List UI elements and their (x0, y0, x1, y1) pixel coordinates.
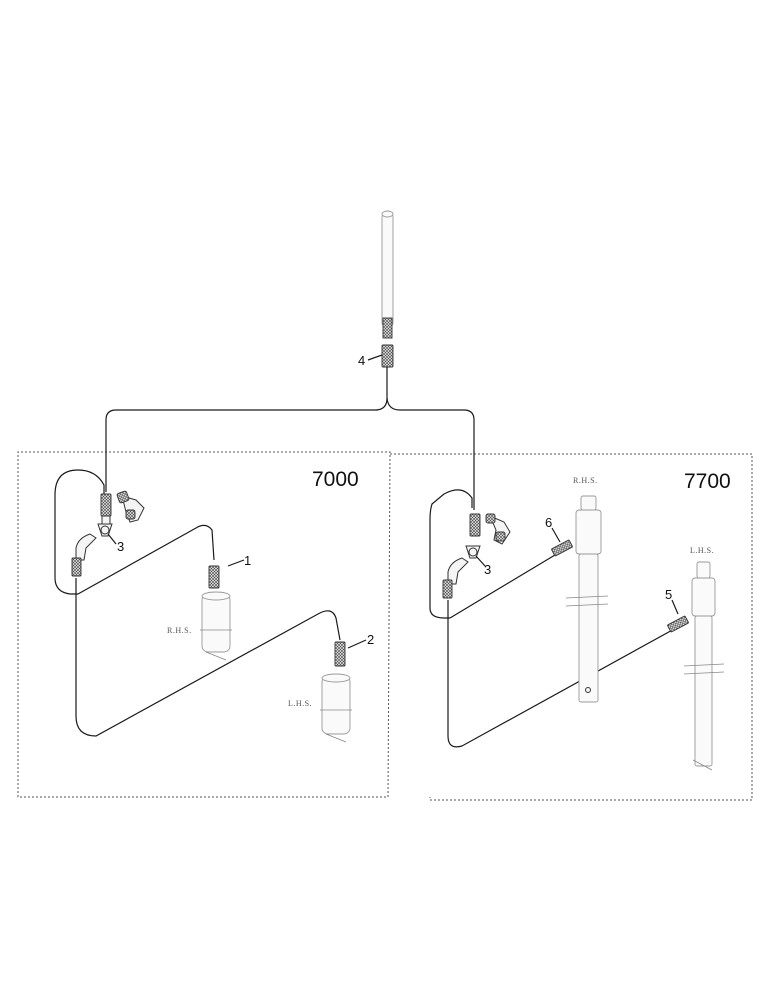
adapter-4 (381, 344, 394, 368)
callout-6: 6 (545, 515, 552, 530)
label-lhs-7000: L.H.S. (288, 699, 312, 708)
callout-1: 1 (244, 553, 251, 568)
model-7700: 7700 (684, 470, 731, 493)
callout-2: 2 (367, 632, 374, 647)
callout-5: 5 (665, 587, 672, 602)
callout-3-right: 3 (484, 562, 491, 577)
callout-4: 4 (358, 353, 365, 368)
supply-pipe (381, 210, 394, 339)
section-7000: 7000 R.H.S. L.H.S. (54, 468, 359, 743)
label-rhs-7000: R.H.S. (167, 626, 192, 635)
label-lhs-7700: L.H.S. (690, 546, 714, 555)
feed-lines (105, 367, 475, 510)
frame-7000 (17, 451, 391, 798)
label-rhs-7700: R.H.S. (573, 476, 598, 485)
section-7700: 7700 R.H.S. L.H.S. (429, 470, 731, 771)
callouts: 1 2 3 3 4 5 6 (107, 353, 679, 649)
frame-7700 (390, 453, 753, 801)
callout-3-left: 3 (117, 539, 124, 554)
model-7000: 7000 (312, 468, 359, 491)
